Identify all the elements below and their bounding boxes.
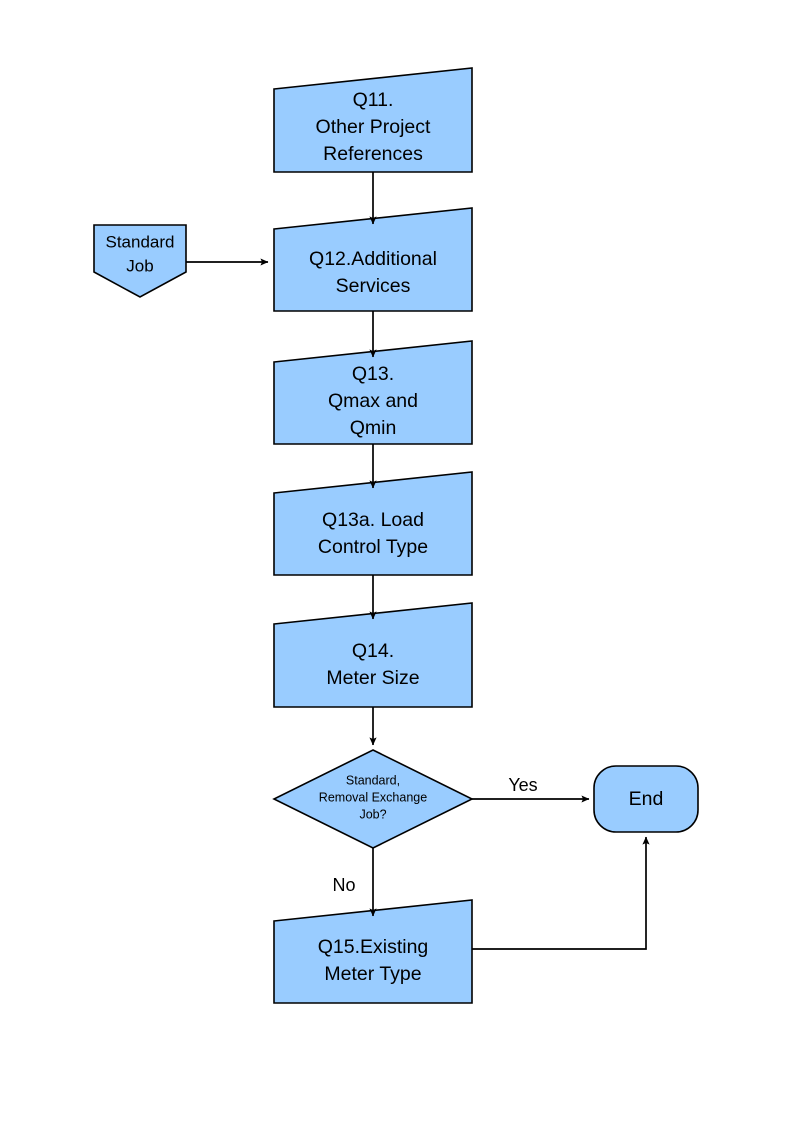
edge-q15-to-end-line	[472, 836, 650, 950]
node-standard-job[interactable]: Standard Job	[93, 224, 187, 298]
q11-label-line-3: References	[323, 143, 423, 165]
node-q15[interactable]: Q15.Existing Meter Type	[273, 899, 473, 1004]
edge-q15-to-end	[472, 836, 650, 950]
q11-shape	[273, 67, 473, 173]
q12-shape	[273, 207, 473, 312]
node-q13[interactable]: Q13. Qmax and Qmin	[273, 340, 473, 445]
q15-label-line-1: Q15.Existing	[318, 936, 429, 958]
q13a-label-line-1: Q13a. Load	[322, 509, 424, 531]
q13-label-line-1: Q13.	[352, 363, 394, 385]
edge-decision-to-q15: No	[332, 848, 377, 917]
decision-label-line-2: Removal Exchange	[319, 790, 427, 804]
node-q12[interactable]: Q12.Additional Services	[273, 207, 473, 312]
decision-label-line-3: Job?	[359, 807, 386, 821]
q15-shape	[273, 899, 473, 1004]
standard-job-label-line-1: Standard	[106, 232, 175, 251]
q12-label-line-1: Q12.Additional	[309, 248, 437, 270]
q14-shape	[273, 602, 473, 708]
q15-label-line-2: Meter Type	[324, 963, 421, 985]
node-q13a[interactable]: Q13a. Load Control Type	[273, 471, 473, 576]
q12-label-line-2: Services	[336, 275, 411, 297]
q14-label-line-1: Q14.	[352, 640, 394, 662]
q11-label-line-1: Q11.	[353, 89, 394, 111]
q13a-label-line-2: Control Type	[318, 536, 428, 558]
q13a-shape	[273, 471, 473, 576]
node-decision[interactable]: Standard, Removal Exchange Job?	[272, 749, 474, 849]
node-q14[interactable]: Q14. Meter Size	[273, 602, 473, 708]
node-end[interactable]: End	[593, 765, 699, 833]
q13-label-line-2: Qmax and	[328, 390, 418, 412]
standard-job-shape	[93, 224, 187, 298]
q14-label-line-2: Meter Size	[326, 667, 419, 689]
decision-label-line-1: Standard,	[346, 773, 400, 787]
edge-label-no: No	[332, 875, 355, 895]
q11-label-line-2: Other Project	[316, 116, 431, 138]
edge-decision-to-end: Yes	[472, 775, 590, 803]
node-q11[interactable]: Q11. Other Project References	[273, 67, 473, 173]
end-label: End	[629, 788, 664, 810]
end-shape	[593, 765, 699, 833]
edge-label-yes: Yes	[508, 775, 537, 795]
q13-label-line-3: Qmin	[350, 417, 397, 439]
standard-job-label-line-2: Job	[126, 256, 153, 275]
q13-shape	[273, 340, 473, 445]
